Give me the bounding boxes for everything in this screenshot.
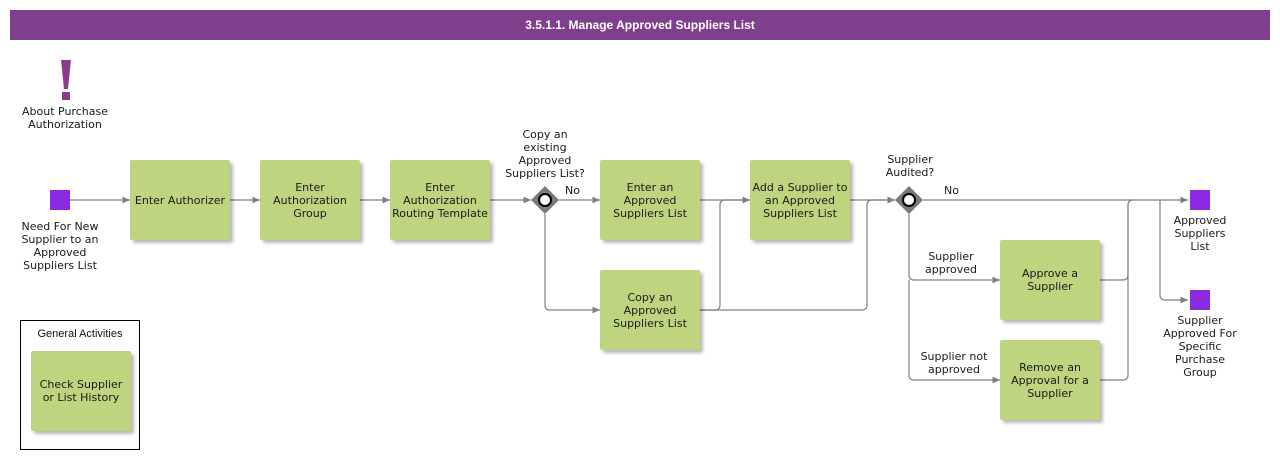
task-enter-routing-template[interactable]: Enter Authorization Routing Template	[390, 160, 490, 240]
branch-label-supplier-not-approved: Supplier not approved	[920, 350, 988, 376]
task-remove-approval[interactable]: Remove an Approval for a Supplier	[1000, 340, 1100, 420]
task-approve-supplier[interactable]: Approve a Supplier	[1000, 240, 1100, 320]
end-event-approved-specific[interactable]	[1190, 290, 1210, 310]
gateway-copy-existing-label: Copy an existing Approved Suppliers List…	[505, 128, 585, 180]
connector-audited-to-remove	[908, 280, 1000, 384]
task-enter-authorization-group[interactable]: Enter Authorization Group	[260, 160, 360, 240]
connector-audited-to-approve	[908, 214, 1000, 284]
start-event-label: Need For New Supplier to an Approved Sup…	[21, 220, 99, 272]
connector-copy-to-add	[700, 196, 750, 311]
end-event-approved-list-label: Approved Suppliers List	[1173, 214, 1227, 253]
start-event[interactable]	[50, 190, 70, 210]
connector-remove-merge	[1100, 205, 1129, 381]
diagram-title: 3.5.1.1. Manage Approved Suppliers List	[10, 10, 1270, 40]
annotation-label: About Purchase Authorization	[22, 105, 108, 131]
legend-title: General Activities	[37, 328, 123, 340]
gateway-copy-existing[interactable]	[531, 186, 559, 214]
task-enter-authorizer[interactable]: Enter Authorizer	[130, 160, 230, 240]
task-copy-approved-list[interactable]: Copy an Approved Suppliers List	[600, 270, 700, 350]
gateway-supplier-audited[interactable]	[895, 186, 923, 214]
exclamation-icon[interactable]	[61, 60, 71, 100]
gateway-audited-no-label: No	[944, 184, 959, 197]
gateway-copy-no-label: No	[565, 184, 580, 197]
gateway-supplier-audited-label: Supplier Audited?	[885, 153, 935, 179]
legend-box: General Activities Check Supplier or Lis…	[20, 320, 140, 450]
connectors	[70, 196, 1188, 384]
legend-task-check-history[interactable]: Check Supplier or List History	[31, 351, 131, 431]
task-enter-approved-list[interactable]: Enter an Approved Suppliers List	[600, 160, 700, 240]
connector-to-specific-end	[1159, 200, 1188, 304]
task-add-supplier[interactable]: Add a Supplier to an Approved Suppliers …	[750, 160, 850, 240]
end-event-approved-list[interactable]	[1190, 190, 1210, 210]
end-event-approved-specific-label: Supplier Approved For Specific Purchase …	[1163, 314, 1237, 379]
connector-gateway-to-copy	[544, 214, 600, 314]
branch-label-supplier-approved: Supplier approved	[925, 250, 977, 276]
